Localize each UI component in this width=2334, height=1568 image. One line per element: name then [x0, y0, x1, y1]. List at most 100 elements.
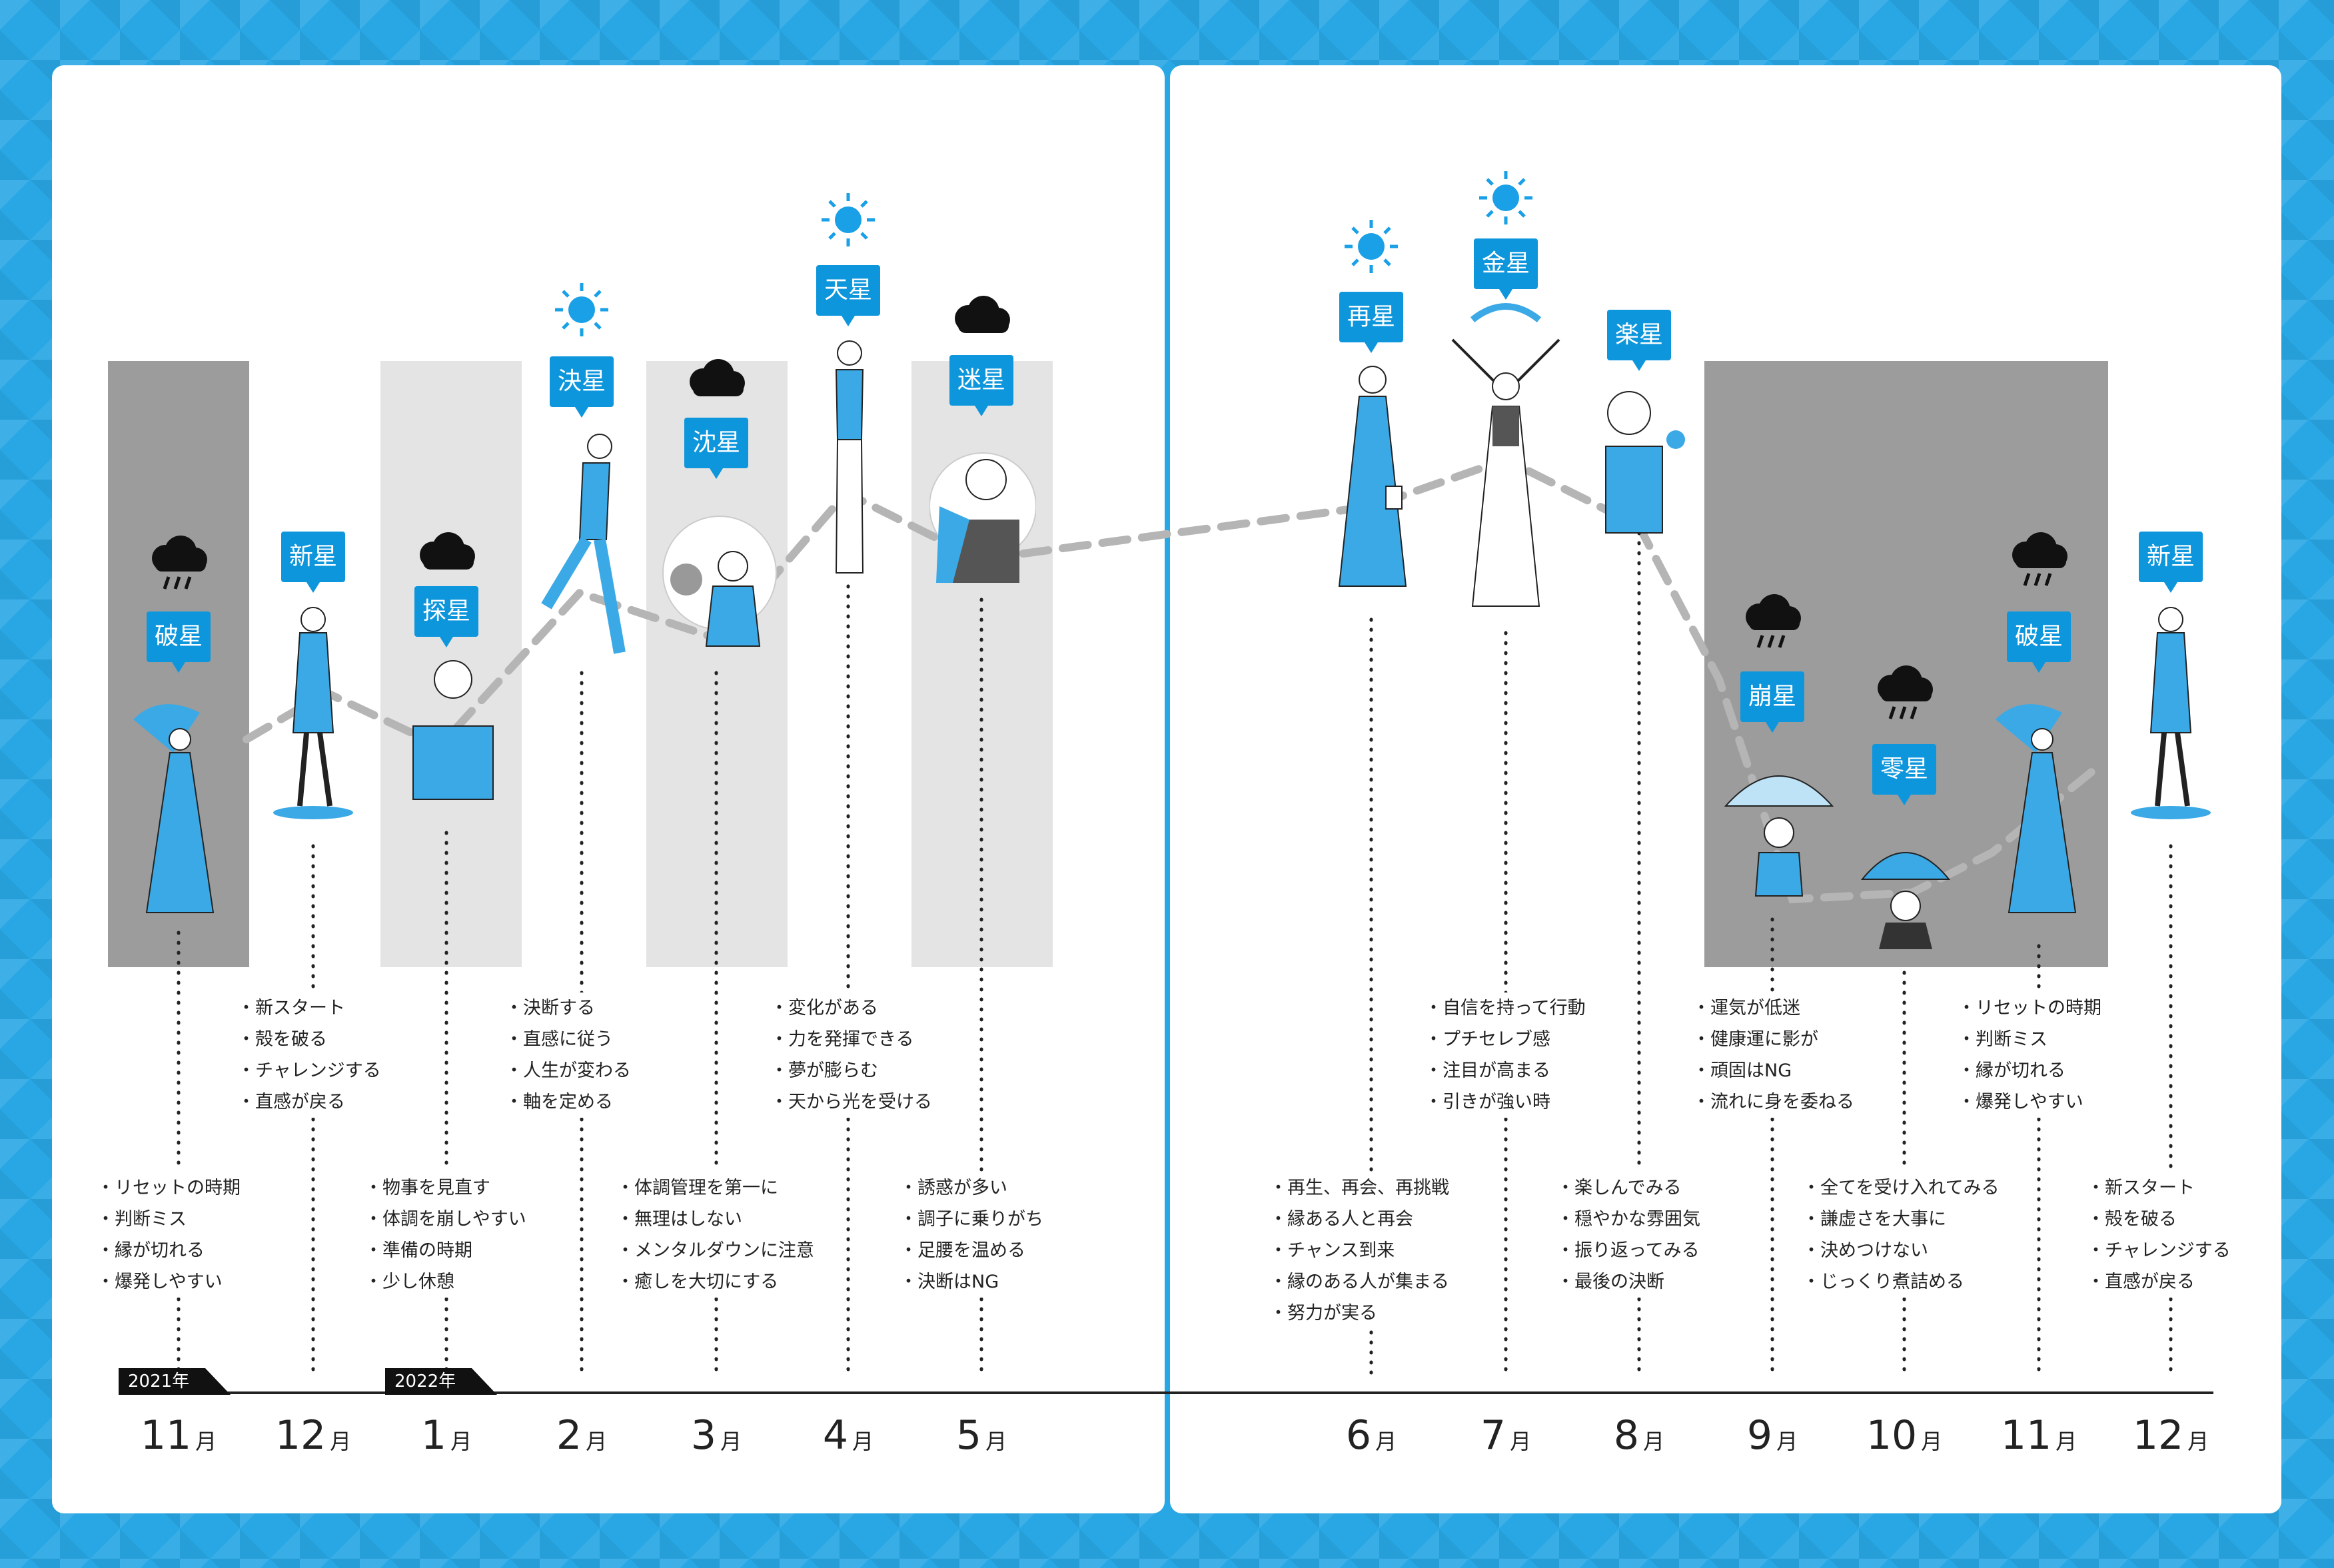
notes-shinsei-2: 新スタート 殻を破る チャレンジする 直感が戻る [2087, 1172, 2231, 1298]
dotted-guides [177, 531, 2173, 1381]
star-label-chinsei: 沈星 [684, 418, 748, 479]
note-item: 縁が切れる [97, 1235, 241, 1266]
note-item: 人生が変わる [505, 1055, 631, 1086]
note-item: 殻を破る [2087, 1204, 2231, 1235]
year-tag-2022 [385, 1368, 497, 1395]
fortune-curve [243, 455, 2103, 904]
note-item: 調子に乗りがち [899, 1204, 1043, 1235]
woman-with-plant-illustration [662, 516, 777, 647]
star-label-hasei-2: 破星 [2007, 611, 2071, 673]
note-item: 流れに身を委ねる [1692, 1086, 1854, 1118]
note-item: 健康運に影が [1692, 1024, 1854, 1055]
notes-kinsei: 自信を持って行動 プチセレブ感 注目が高まる 引きが強い時 [1425, 992, 1586, 1118]
note-item: チャンス到来 [1269, 1235, 1449, 1266]
note-item: 新スタート [237, 992, 381, 1024]
sun-icon [822, 193, 875, 246]
note-item: 縁のある人が集まる [1269, 1266, 1449, 1298]
star-label-shinsei: 新星 [281, 532, 345, 593]
notes-tansei: 物事を見直す 体調を崩しやすい 準備の時期 少し休憩 [364, 1172, 526, 1298]
note-item: 新スタート [2087, 1172, 2231, 1204]
star-label-kessei: 決星 [550, 356, 614, 418]
woman-umbrella-wind-illustration-2 [1996, 704, 2077, 913]
notes-hasei: リセットの時期 判断ミス 縁が切れる 爆発しやすい [97, 1172, 241, 1298]
note-item: 決断する [505, 992, 631, 1024]
notes-kessei: 決断する 直感に従う 人生が変わる 軸を定める [505, 992, 631, 1118]
note-item: 穏やかな雰囲気 [1556, 1204, 1700, 1235]
rain-cloud-icon [2012, 532, 2067, 586]
cloud-icon [690, 359, 745, 396]
rain-cloud-icon [152, 536, 207, 589]
notes-chinsei: 体調管理を第一に 無理はしない メンタルダウンに注意 癒しを大切にする [616, 1172, 814, 1298]
woman-standing-illustration [835, 340, 864, 574]
note-item: 縁が切れる [1958, 1055, 2101, 1086]
note-item: 変化がある [770, 992, 932, 1024]
note-item: 爆発しやすい [1958, 1086, 2101, 1118]
note-item: 準備の時期 [364, 1235, 526, 1266]
note-item: 殻を破る [237, 1024, 381, 1055]
note-item: 自信を持って行動 [1425, 992, 1586, 1024]
sun-icon [555, 283, 608, 336]
note-item: 直感が戻る [2087, 1266, 2231, 1298]
note-item: 注目が高まる [1425, 1055, 1586, 1086]
note-item: メンタルダウンに注意 [616, 1235, 814, 1266]
note-item: リセットの時期 [1958, 992, 2101, 1024]
note-item: 努力が実る [1269, 1298, 1449, 1329]
note-item: 判断ミス [1958, 1024, 2101, 1055]
notes-tensei: 変化がある 力を発揮できる 夢が膨らむ 天から光を受ける [770, 992, 932, 1118]
notes-shinsei: 新スタート 殻を破る チャレンジする 直感が戻る [237, 992, 381, 1118]
note-item: 再生、再会、再挑戦 [1269, 1172, 1449, 1204]
year-tag-2021 [119, 1368, 231, 1395]
woman-under-umbrella-illustration [1860, 852, 1951, 949]
note-item: 頑固はNG [1692, 1055, 1854, 1086]
note-item: 決断はNG [899, 1266, 1043, 1298]
note-item: 直感が戻る [237, 1086, 381, 1118]
note-item: 決めつけない [1802, 1235, 2000, 1266]
notes-saisei: 再生、再会、再挑戦 縁ある人と再会 チャンス到来 縁のある人が集まる 努力が実る [1269, 1172, 1449, 1329]
year-label-2022: 2022年 [394, 1372, 456, 1391]
notes-rakusei: 楽しんでみる 穏やかな雰囲気 振り返ってみる 最後の決断 [1556, 1172, 1700, 1298]
note-item: リセットの時期 [97, 1172, 241, 1204]
sun-icon [1345, 220, 1398, 273]
note-item: 無理はしない [616, 1204, 814, 1235]
star-label-tansei: 探星 [414, 586, 478, 647]
notes-hasei-2: リセットの時期 判断ミス 縁が切れる 爆発しやすい [1958, 992, 2101, 1118]
woman-umbrella-wind-illustration [133, 704, 215, 913]
note-item: 運気が低迷 [1692, 992, 1854, 1024]
woman-reading-illustration [412, 660, 494, 800]
woman-with-rose-illustration [1605, 391, 1685, 534]
note-item: 軸を定める [505, 1086, 631, 1118]
woman-long-dress-illustration [1338, 366, 1407, 587]
notes-meisei: 誘惑が多い 調子に乗りがち 足腰を温める 決断はNG [899, 1172, 1043, 1298]
rain-cloud-icon [1878, 665, 1933, 719]
note-item: 全てを受け入れてみる [1802, 1172, 2000, 1204]
year-label-2021: 2021年 [128, 1372, 190, 1391]
note-item: 夢が膨らむ [770, 1055, 932, 1086]
star-label-shinsei-2: 新星 [2139, 532, 2203, 593]
woman-umbrella-rain-illustration [1724, 775, 1834, 897]
woman-walking-illustration-2 [2131, 607, 2211, 819]
star-label-meisei: 迷星 [949, 355, 1013, 416]
note-item: 癒しを大切にする [616, 1266, 814, 1298]
note-item: 判断ミス [97, 1204, 241, 1235]
note-item: 誘惑が多い [899, 1172, 1043, 1204]
star-label-housei: 崩星 [1740, 671, 1804, 733]
note-item: 爆発しやすい [97, 1266, 241, 1298]
star-label-reisei: 零星 [1872, 744, 1936, 805]
cloud-icon [420, 532, 475, 570]
note-item: チャレンジする [2087, 1235, 2231, 1266]
star-label-hasei: 破星 [147, 611, 211, 673]
note-item: 引きが強い時 [1425, 1086, 1586, 1118]
note-item: じっくり煮詰める [1802, 1266, 2000, 1298]
rain-cloud-icon [1746, 594, 1801, 648]
